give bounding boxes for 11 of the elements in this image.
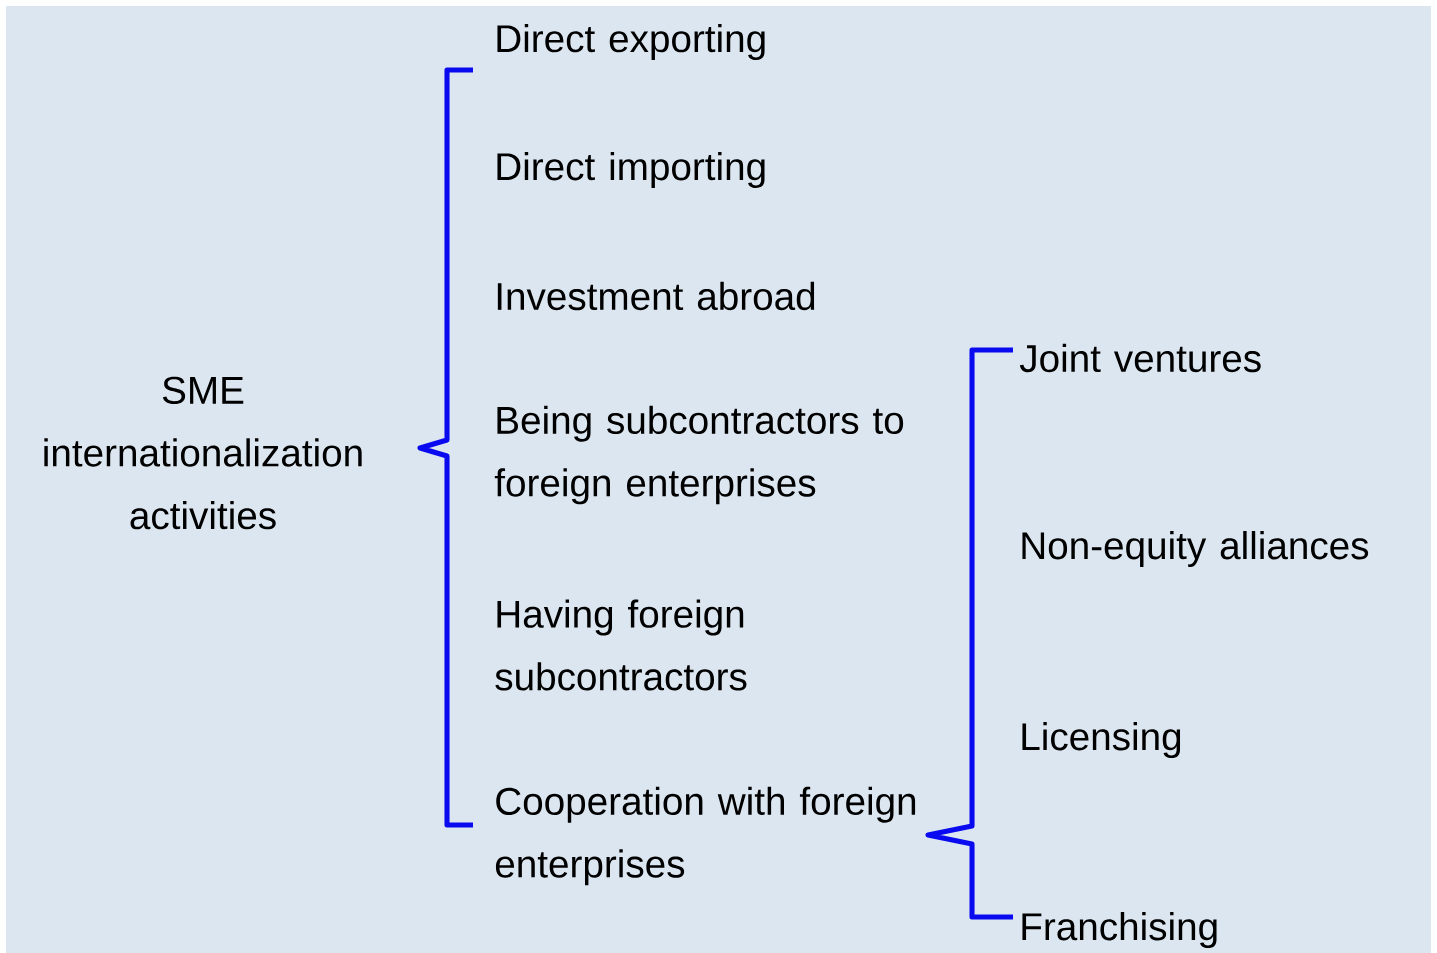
item-label: Franchising [1022,912,1217,949]
item-label: Licensing [1022,722,1181,759]
item-label: Direct importing [497,152,765,189]
item-label: Cooperation with foreign enterprises [495,786,916,886]
item-label: Joint ventures [1019,343,1261,373]
item-label: Having foreign subcontractors [495,599,747,691]
item-label: Investment abroad [497,281,815,311]
item-label: Non-equity alliances [1022,531,1369,568]
item-label: Direct exporting [497,24,765,61]
item-label: Being subcontractors to foreign enterprises [494,405,904,505]
category-label: SME internationalization activities [44,376,362,530]
